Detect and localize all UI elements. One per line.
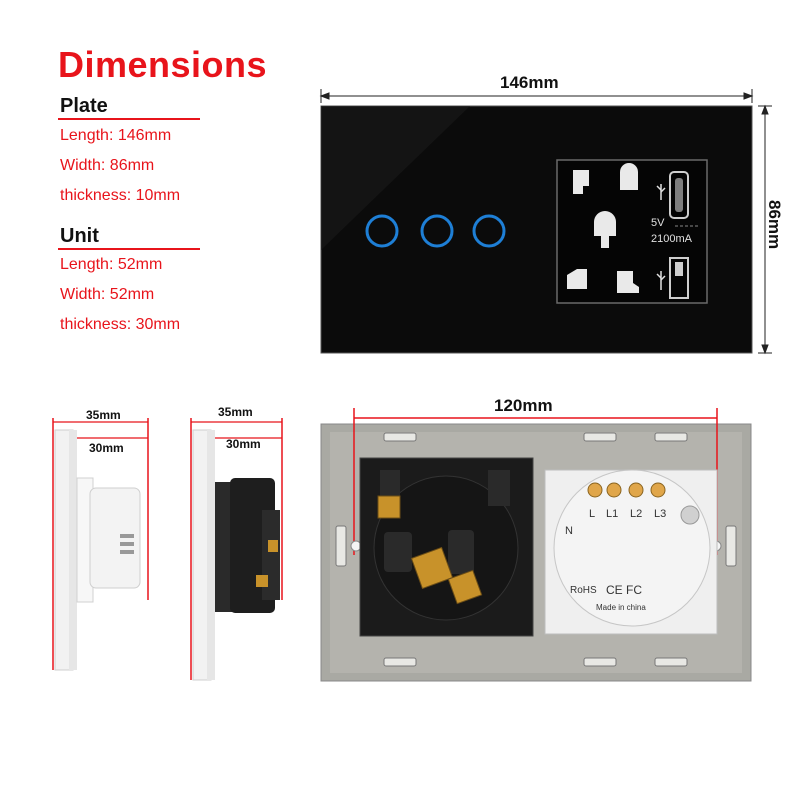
side1-outer-label: 35mm (86, 408, 121, 422)
page-title: Dimensions (58, 44, 268, 85)
mark-rohs: RoHS (570, 585, 597, 596)
made-in-label: Made in china (596, 603, 646, 612)
side-view-2 (190, 418, 283, 681)
mark-ce: CE (606, 583, 623, 597)
usb-a-port (669, 257, 689, 299)
socket-holes (567, 163, 639, 293)
usb-voltage: 5V (651, 217, 665, 229)
side-view-1 (52, 418, 149, 671)
front-width-dimension (319, 89, 754, 103)
back-span-label: 120mm (494, 396, 553, 415)
plate-underline (58, 118, 200, 120)
unit-heading: Unit (60, 225, 99, 247)
side2-inner-label: 30mm (226, 437, 261, 451)
plate-width: Width: 86mm (60, 157, 155, 174)
terminal-l2: L2 (630, 508, 643, 520)
touch-keys (365, 214, 506, 248)
unit-thickness: thickness: 30mm (60, 316, 181, 333)
usb-symbol-icon (656, 271, 666, 290)
plate-thickness: thickness: 10mm (60, 187, 181, 204)
terminal-l3: L3 (654, 508, 667, 520)
usb-c-port (669, 171, 689, 219)
terminal-n: N (565, 525, 573, 537)
unit-underline (58, 248, 200, 250)
plate-heading: Plate (60, 95, 108, 117)
front-width-label: 146mm (500, 73, 559, 92)
unit-width: Width: 52mm (60, 286, 155, 303)
usb-current: 2100mA (651, 233, 692, 245)
side1-inner-label: 30mm (89, 441, 124, 455)
front-height-dimension (758, 104, 772, 355)
unit-length: Length: 52mm (60, 256, 163, 273)
side2-outer-label: 35mm (218, 405, 253, 419)
mark-fc: FC (626, 583, 642, 597)
plate-length: Length: 146mm (60, 127, 172, 144)
terminal-l: L (589, 508, 596, 520)
terminal-l1: L1 (606, 508, 619, 520)
usb-symbol-icon (656, 184, 666, 200)
